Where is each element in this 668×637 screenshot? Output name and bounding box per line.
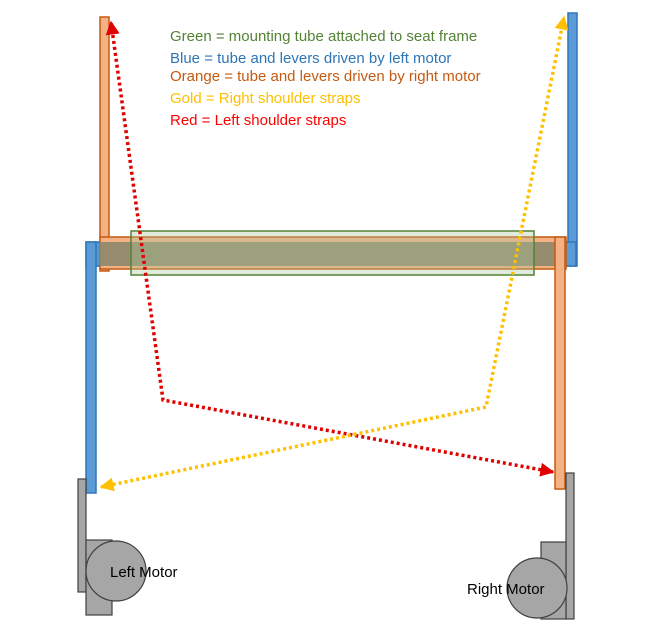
legend-orange: Orange = tube and levers driven by right…: [170, 68, 481, 85]
left-motor-plate: [77, 478, 87, 593]
legend-gold: Gold = Right shoulder straps: [170, 90, 361, 107]
legend-blue: Blue = tube and levers driven by left mo…: [170, 50, 451, 67]
right-motor: Right Motor: [467, 472, 575, 620]
right-motor-circle: [506, 557, 568, 619]
legend-red: Red = Left shoulder straps: [170, 112, 346, 129]
blue-right-vertical-tube: [567, 12, 578, 267]
blue-left-vertical-tube: [85, 241, 97, 494]
green-mounting-tube: [130, 230, 535, 276]
left-motor-circle: [85, 540, 147, 602]
left-motor-label: Left Motor: [110, 564, 178, 581]
orange-right-vertical-tube: [554, 236, 566, 490]
legend: Green = mounting tube attached to seat f…: [170, 28, 481, 129]
orange-left-vertical-tube: [99, 16, 110, 272]
right-motor-plate: [565, 472, 575, 620]
legend-green: Green = mounting tube attached to seat f…: [170, 28, 477, 45]
left-motor: Left Motor: [77, 478, 178, 616]
right-motor-label: Right Motor: [467, 581, 545, 598]
